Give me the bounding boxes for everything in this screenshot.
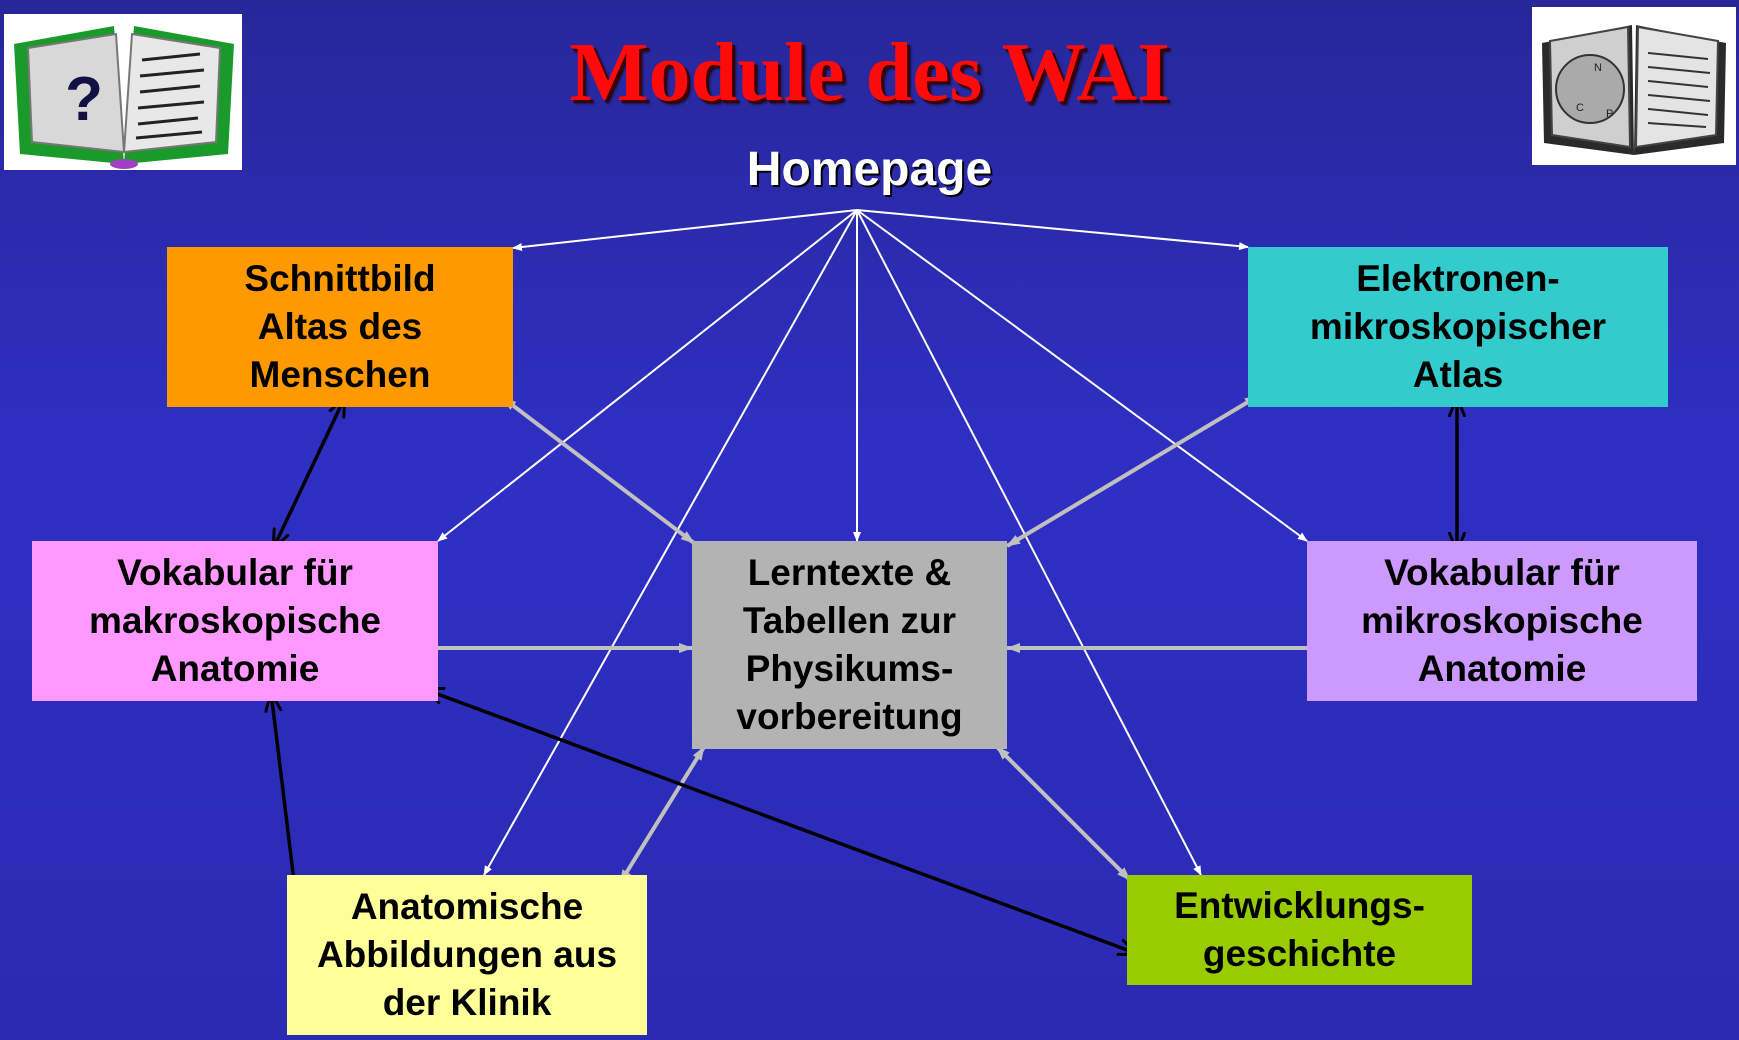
arrow-schnitt-to-vokmakro <box>273 397 345 549</box>
arrow-homepage-to-vokmikro <box>856 209 1308 542</box>
module-elektronenmikroskopischer-atlas[interactable]: Elektronen- mikroskopischer Atlas <box>1248 247 1668 407</box>
module-vokabular-mikroskopisch[interactable]: Vokabular für mikroskopische Anatomie <box>1307 541 1697 701</box>
question-book-icon: ? <box>4 14 242 170</box>
page-title: Module des WAI <box>569 26 1170 119</box>
arrow-homepage-to-schnitt <box>512 209 858 251</box>
module-schnittbild-atlas[interactable]: Schnittbild Altas des Menschen <box>167 247 513 407</box>
svg-text:P: P <box>1606 108 1613 120</box>
svg-text:N: N <box>1594 62 1602 74</box>
arrow-vokmakro-to-entw <box>424 689 1138 954</box>
open-book-icon: N C P <box>1532 7 1736 165</box>
module-entwicklungsgeschichte[interactable]: Entwicklungs- geschichte <box>1127 875 1472 985</box>
arrow-lern-to-elektron <box>1005 394 1260 548</box>
module-vokabular-makroskopisch[interactable]: Vokabular für makroskopische Anatomie <box>32 541 438 701</box>
arrow-homepage-to-elektron <box>856 209 1249 251</box>
svg-text:C: C <box>1576 102 1584 114</box>
module-anatomische-abbildungen-klinik[interactable]: Anatomische Abbildungen aus der Klinik <box>287 875 647 1035</box>
arrow-lern-to-schnitt <box>501 396 696 545</box>
svg-text:?: ? <box>65 65 103 134</box>
homepage-label[interactable]: Homepage <box>746 143 993 196</box>
arrow-lern-to-entw <box>995 745 1132 882</box>
module-lerntexte-tabellen[interactable]: Lerntexte & Tabellen zur Physikums- vorb… <box>692 541 1007 749</box>
